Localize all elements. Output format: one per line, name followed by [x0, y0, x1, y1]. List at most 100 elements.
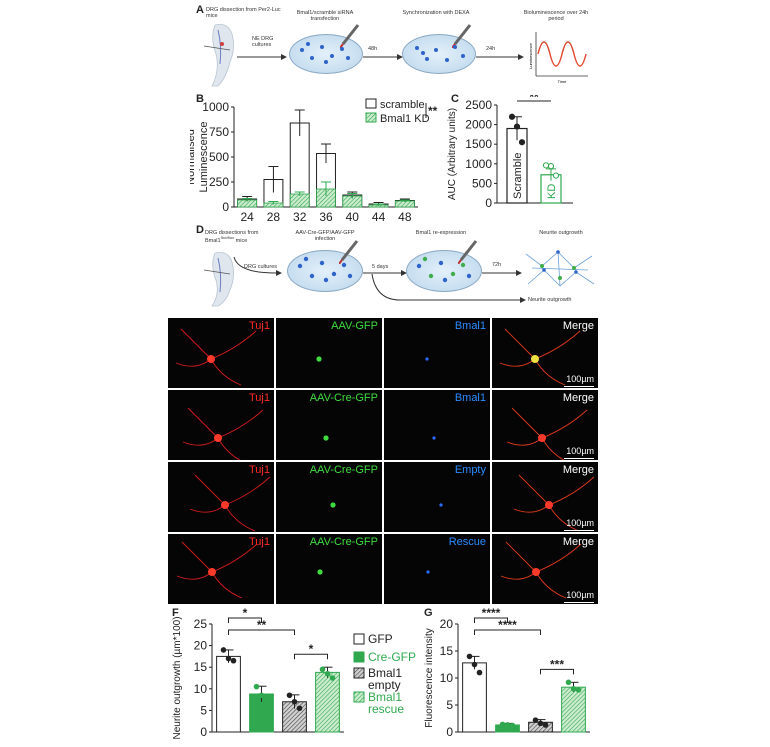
- bmal1-signal: [425, 357, 429, 361]
- chart-b-x-tick-label: 40: [346, 210, 360, 224]
- neurite-trace: [541, 409, 588, 439]
- micrograph-label: Bmal1: [454, 320, 486, 332]
- scale-bar-label: 100µm: [566, 518, 594, 528]
- panel-d-flox: flox/flox: [220, 235, 235, 241]
- micrograph-r1-c1: Tuj1: [168, 318, 274, 388]
- chart-f-point: [319, 666, 326, 673]
- chart-b-y-tick-label: 500: [209, 150, 229, 164]
- neurite-trace: [211, 571, 243, 599]
- chart-f-point: [220, 647, 227, 653]
- chart-c-y-tick-label: 1000: [465, 157, 492, 171]
- chart-f-point: [253, 683, 260, 690]
- pipette-icon-3: [339, 240, 359, 264]
- chart-g-point: [476, 669, 483, 676]
- chart-g-sig-bracket: [540, 668, 574, 675]
- legend-f-label-0: GFP: [368, 632, 393, 646]
- chart-b-x-tick-label: 48: [398, 210, 412, 224]
- chart-c-y-tick-label: 1500: [465, 137, 492, 151]
- arrow-d-bypass: [371, 273, 526, 303]
- bmal1-signal: [426, 570, 430, 574]
- chart-g-sig-bracket: [474, 617, 508, 623]
- neurite-trace: [217, 409, 264, 439]
- chart-b-legend-kd: Bmal1 KD: [380, 113, 430, 125]
- micrograph-image: [330, 502, 336, 508]
- chart-g-significance: ***: [550, 657, 564, 671]
- sine-ylabel: Luminescence: [528, 42, 533, 69]
- scale-bar: [564, 601, 594, 603]
- neurite-trace: [180, 328, 212, 360]
- neuron-soma: [538, 434, 546, 442]
- chart-g-point: [537, 720, 544, 727]
- chart-b-ylabel-line1: Normalised: [190, 129, 197, 185]
- chart-c-y-tick-label: 500: [472, 176, 492, 190]
- panel-d-step-dissection: DRG dissections from Bmal1flox/flox mice: [205, 230, 275, 244]
- micrograph-label: Merge: [562, 536, 594, 548]
- micrograph-label: Tuj1: [249, 464, 270, 476]
- chart-c-point: [513, 123, 521, 130]
- neurite-trace: [534, 330, 581, 360]
- chart-c-ylabel: AUC (Arbitrary units): [447, 108, 458, 200]
- chart-c-y-tick-label: 2000: [465, 118, 492, 132]
- micrograph-image: [182, 407, 264, 460]
- micrograph-r3-c1: Tuj1: [168, 462, 274, 532]
- legend-f-label-line2: rescue: [368, 702, 404, 716]
- micrograph-image: [175, 328, 257, 386]
- chart-f-y-tick-label: 10: [194, 682, 208, 696]
- neurite-trace: [548, 476, 595, 506]
- micrograph-label: AAV-GFP: [331, 320, 378, 332]
- scale-bar-label: 100µm: [566, 446, 594, 456]
- neuron-soma: [531, 355, 539, 363]
- chart-b-legend-scramble: scramble: [380, 99, 425, 111]
- neurite-trace: [182, 437, 219, 446]
- chart-f-point: [291, 698, 298, 705]
- chart-f-significance: *: [309, 642, 314, 656]
- bmal1-signal: [432, 436, 436, 440]
- sine-wave-plot: Luminescence Time: [528, 32, 588, 84]
- chart-g-significance: ****: [482, 606, 501, 620]
- chart-b-ylabel: NormalisedLuminescence: [190, 122, 210, 193]
- neurite-trace: [505, 541, 537, 573]
- chart-g-y-tick-label: 20: [440, 617, 454, 631]
- micrograph-label: AAV-Cre-GFP: [309, 464, 378, 476]
- panel-d-bmal1: Bmal1: [205, 238, 221, 245]
- chart-f-significance: **: [257, 618, 267, 632]
- panel-d-mice: mice: [234, 238, 248, 245]
- micrograph-image: [500, 541, 582, 599]
- micrograph-r2-c2: AAV-Cre-GFP: [276, 390, 382, 460]
- panel-a-step-dissection: DRG dissection from Per2-Luc mice: [206, 7, 281, 20]
- neurite-trace: [210, 358, 242, 386]
- chart-b-ylabel-line2: Luminescence: [198, 122, 210, 193]
- neurite-trace: [500, 571, 537, 580]
- mouse-drg-illustration-2: [203, 252, 234, 307]
- micrograph-image: [317, 569, 323, 575]
- neurite-trace: [499, 358, 536, 367]
- chart-b-significance: **: [428, 104, 438, 118]
- micrograph-image: [506, 407, 588, 460]
- panel-d-dissection-text: DRG dissections from: [205, 230, 259, 236]
- panel-b-label: B: [196, 93, 204, 105]
- micrograph-image: [425, 357, 429, 361]
- arrow-d2: [363, 270, 407, 276]
- micrograph-image: [426, 570, 430, 574]
- arrow-d1: [233, 256, 282, 276]
- legend-f-label-1: Cre-GFP: [368, 650, 416, 664]
- legend-f-swatch-3: [353, 691, 365, 703]
- chart-b-x-tick-label: 36: [319, 210, 333, 224]
- micrograph-r4-c1: Tuj1: [168, 534, 274, 604]
- chart-b-y-tick-label: 1000: [202, 100, 229, 114]
- gfp-signal: [316, 356, 322, 362]
- micrograph-label: Empty: [454, 464, 486, 476]
- chart-c-category-label: Scramble: [512, 153, 524, 199]
- chart-c-category-label: KD: [546, 184, 558, 199]
- chart-f-sig-bracket: [294, 653, 328, 660]
- panel-d-72h: 72h: [492, 262, 502, 268]
- neurite-trace: [194, 474, 226, 506]
- chart-f-point: [286, 692, 293, 699]
- chart-f-y-tick-label: 0: [200, 725, 207, 739]
- neurite-trace: [224, 504, 256, 532]
- chart-c-y-tick-label: 0: [485, 196, 492, 210]
- chart-c-point: [508, 113, 516, 120]
- bmal1-signal: [439, 503, 443, 507]
- legend-f-label-line1: Bmal1: [368, 690, 402, 704]
